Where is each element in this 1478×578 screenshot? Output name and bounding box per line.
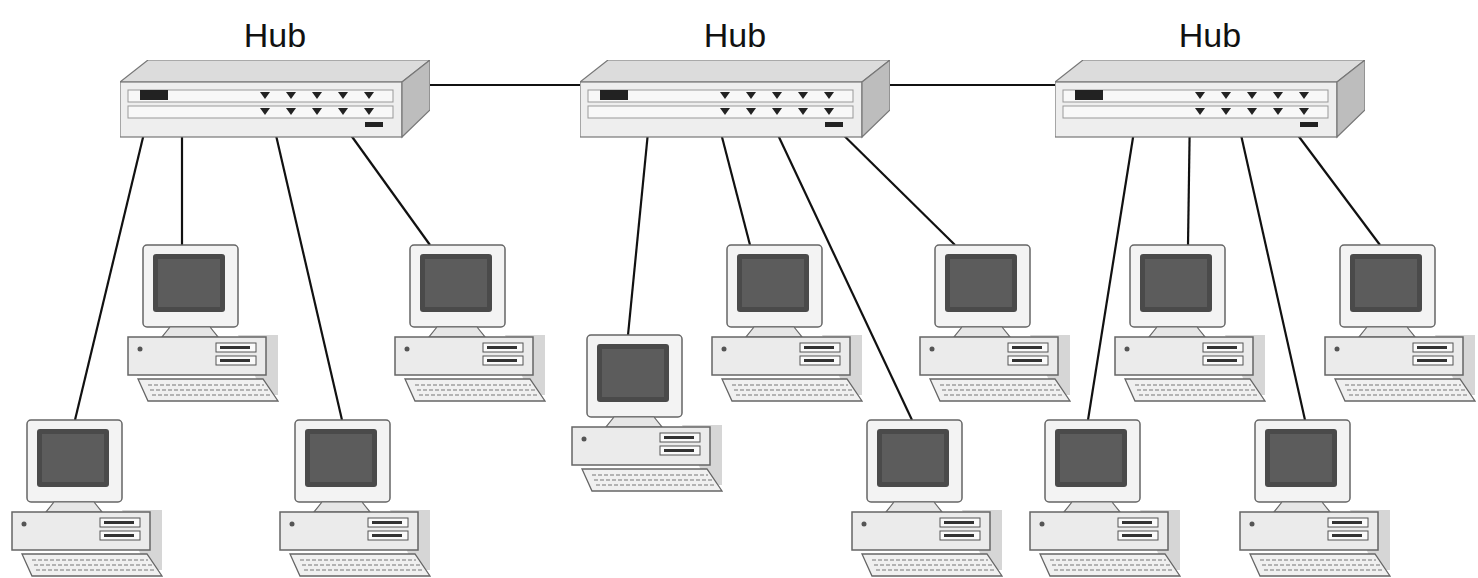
hub-node: Hub (1055, 15, 1365, 140)
hub-node: Hub (120, 15, 430, 140)
hub-label: Hub (580, 15, 890, 55)
hub-device (120, 60, 430, 140)
hub-device (1055, 60, 1365, 140)
hub-device (580, 60, 890, 140)
hub-link (862, 85, 1055, 86)
hub-label: Hub (120, 15, 430, 55)
hub-label: Hub (1055, 15, 1365, 55)
hub-node: Hub (580, 15, 890, 140)
